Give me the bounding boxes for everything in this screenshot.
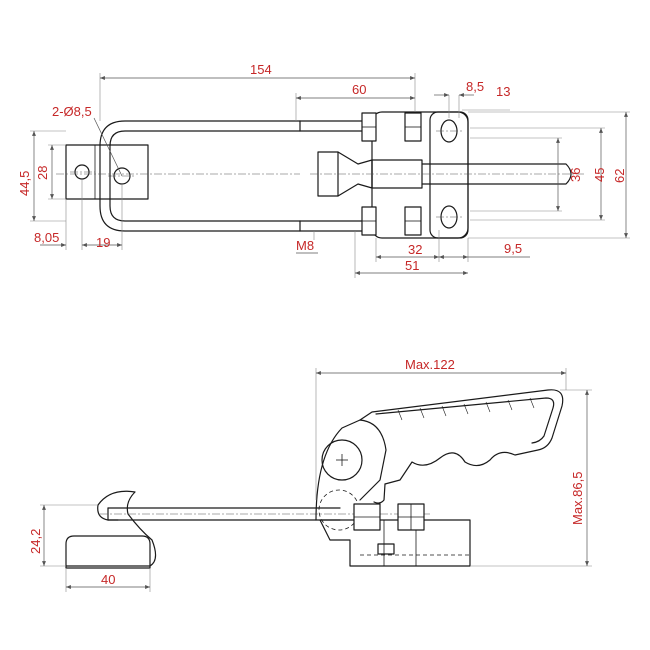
dim-13-label: 13: [496, 84, 510, 99]
dim-8-05-label: 8,05: [34, 230, 59, 245]
dim-154-label: 154: [250, 62, 272, 77]
clamp-body-side: [315, 419, 471, 567]
dim-2xd8-5-label: 2-Ø8,5: [52, 104, 92, 119]
dim-m8-label: M8: [296, 238, 314, 253]
nuts: [361, 112, 422, 236]
rod-side: [100, 507, 430, 521]
dim-9-5-label: 9,5: [504, 241, 522, 256]
dim-62-label: 62: [612, 169, 627, 183]
hook-plate-side: [65, 490, 157, 569]
dim-19-label: 19: [96, 235, 110, 250]
top-view: 154 60 8,5 13 2-Ø8,5 44,5 28 36: [17, 62, 630, 278]
dim-24-2-label: 24,2: [28, 529, 43, 554]
dim-max122-label: Max.122: [405, 357, 455, 372]
dim-60-label: 60: [352, 82, 366, 97]
dim-max86-5-label: Max.86,5: [570, 472, 585, 525]
dim-44-5-label: 44,5: [17, 171, 32, 196]
spindle: [310, 151, 585, 197]
dim-36-label: 36: [568, 168, 583, 182]
u-bolt-rod: [99, 120, 301, 232]
dim-8-5-label: 8,5: [466, 79, 484, 94]
dim-32-label: 32: [408, 242, 422, 257]
dim-40-label: 40: [101, 572, 115, 587]
hook-plate: [65, 144, 149, 200]
dim-45-label: 45: [592, 168, 607, 182]
threaded-rods: [299, 120, 363, 232]
nuts-side: [353, 503, 425, 531]
side-view: Max.122 Max.86,5 24,2 40: [28, 357, 592, 592]
dim-28-label: 28: [35, 166, 50, 180]
handle-side: [359, 389, 564, 504]
dim-51-label: 51: [405, 258, 419, 273]
